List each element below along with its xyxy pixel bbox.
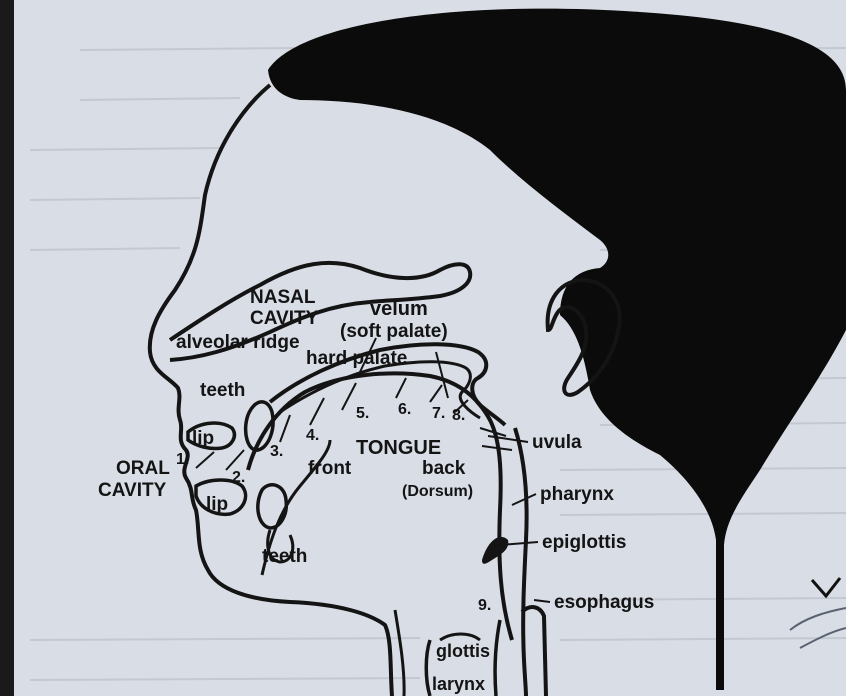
number-1: 1.	[176, 451, 189, 468]
label-back: back	[422, 458, 466, 479]
label-teeth-lower: teeth	[262, 546, 307, 567]
number-5: 5.	[356, 405, 369, 422]
label-front: front	[308, 458, 352, 479]
label-oral: ORAL	[116, 458, 170, 479]
label-oral-cavity: CAVITY	[98, 480, 167, 501]
label-dorsum: (Dorsum)	[402, 483, 473, 500]
number-7: 7.	[432, 405, 445, 422]
number-2: 2.	[232, 469, 245, 486]
page-edge	[0, 0, 14, 696]
label-esophagus: esophagus	[554, 592, 654, 613]
label-teeth-upper: teeth	[200, 380, 245, 401]
label-lip-lower: lip	[206, 494, 228, 515]
label-larynx: larynx	[432, 674, 485, 694]
label-lip-upper: lip	[192, 428, 214, 449]
number-3: 3.	[270, 443, 283, 460]
label-hard-palate: hard palate	[306, 348, 407, 369]
label-soft-palate: (soft palate)	[340, 321, 448, 342]
label-nasal: NASAL	[250, 287, 316, 308]
number-4: 4.	[306, 427, 319, 444]
label-uvula: uvula	[532, 432, 582, 453]
label-pharynx: pharynx	[540, 484, 614, 505]
label-nasal-cavity: CAVITY	[250, 308, 319, 329]
label-alveolar-ridge: alveolar ridge	[176, 332, 300, 353]
number-9: 9.	[478, 597, 491, 614]
label-tongue: TONGUE	[356, 437, 441, 459]
number-6: 6.	[398, 401, 411, 418]
label-velum: velum	[370, 298, 428, 320]
number-8: 8.	[452, 407, 465, 424]
label-glottis: glottis	[436, 641, 490, 661]
label-epiglottis: epiglottis	[542, 532, 626, 553]
